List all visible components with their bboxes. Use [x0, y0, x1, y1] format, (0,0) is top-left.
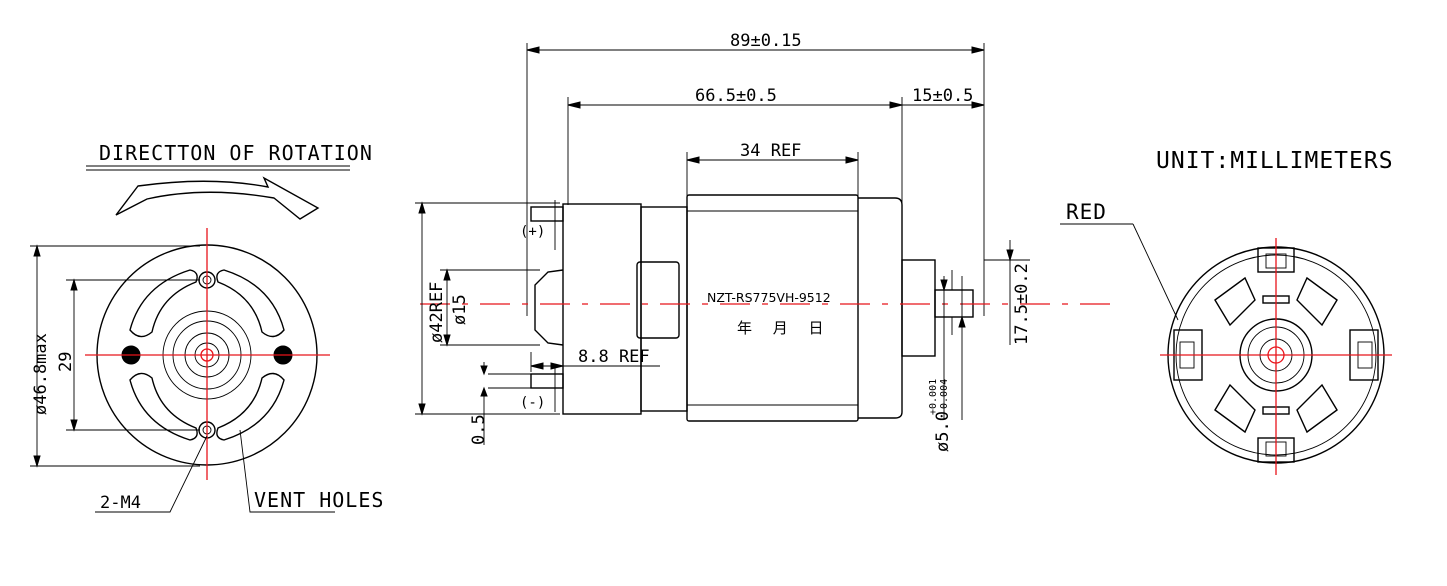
shaft-flat-label: 17.5±0.2 — [1012, 263, 1032, 345]
plus-terminal-label: (+) — [520, 224, 545, 240]
model-label: NZT-RS775VH-9512 — [707, 290, 831, 305]
boss-diameter-label: ø15 — [450, 294, 470, 325]
flange-diameter-label: ø46.8max — [31, 333, 51, 415]
terminal-ref-label: 8.8 REF — [578, 347, 650, 367]
date-label: 年 月 日 — [737, 319, 832, 337]
hole-spacing-label: 29 — [56, 352, 76, 372]
side-view: 89±0.15 66.5±0.5 15±0.5 34 REF — [415, 31, 1118, 452]
total-length-label: 89±0.15 — [730, 31, 802, 51]
shaft-length-label: 15±0.5 — [912, 86, 973, 106]
body-diameter-label: ø42REF — [427, 282, 447, 343]
screw-label: 2-M4 — [100, 493, 141, 513]
minus-terminal-label: (-) — [520, 395, 545, 411]
front-view: DIRECTTON OF ROTATION ø4 — [30, 141, 384, 513]
shaft-tolerance-upper: +0.001 — [928, 379, 939, 415]
unit-label: UNIT:MILLIMETERS — [1156, 148, 1394, 174]
shaft-diameter-label: ø5.0 — [933, 411, 953, 452]
rear-view: UNIT:MILLIMETERS RED — [1060, 148, 1394, 475]
rotation-arrow-icon — [115, 176, 320, 220]
body-length-label: 66.5±0.5 — [695, 86, 777, 106]
can-ref-label: 34 REF — [740, 141, 801, 161]
vent-holes-label: VENT HOLES — [254, 488, 384, 512]
direction-of-rotation-label: DIRECTTON OF ROTATION — [99, 141, 373, 165]
shaft-tolerance-lower: -0.004 — [939, 379, 950, 415]
red-lead-label: RED — [1066, 200, 1107, 224]
terminal-thickness-label: 0.5 — [469, 414, 489, 445]
